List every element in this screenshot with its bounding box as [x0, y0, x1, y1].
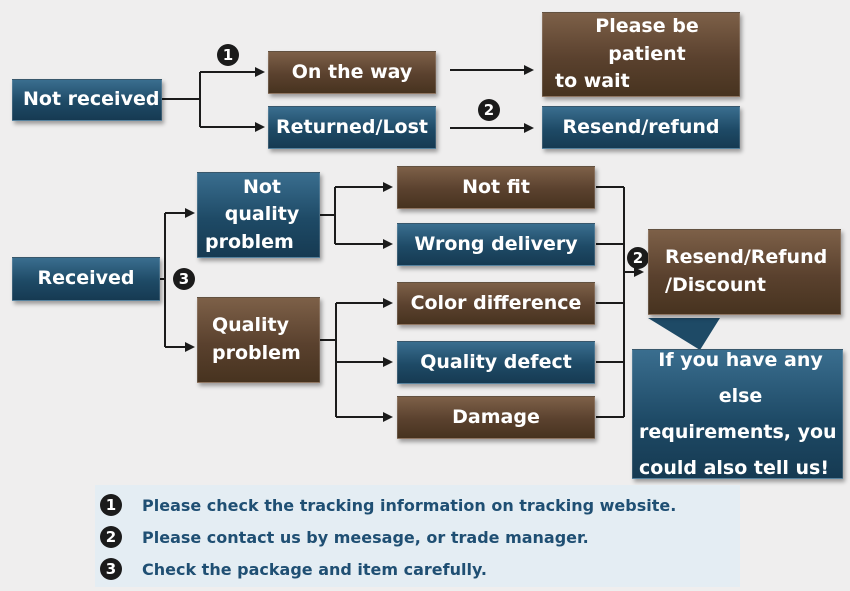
else-requirements-line-3: could also tell us!	[639, 457, 829, 480]
note-text-2: Please contact us by meesage, or trade m…	[142, 527, 589, 547]
note-text-3: Check the package and item carefully.	[142, 559, 488, 579]
note-row-1: 1 Please check the tracking information …	[100, 491, 676, 519]
else-requirements-line-2: requirements, you	[639, 421, 837, 443]
not-quality-problem-line-1: Not quality	[224, 175, 300, 226]
please-be-patient-line-2: to wait	[555, 70, 630, 93]
damage-box: Damage	[397, 396, 595, 439]
step-marker-2: 2	[478, 99, 500, 121]
note-row-2: 2 Please contact us by meesage, or trade…	[100, 523, 589, 551]
not-quality-problem-box: Not quality problem	[197, 172, 320, 258]
not-received-box: Not received	[12, 79, 162, 121]
step-marker-1: 1	[217, 44, 239, 66]
on-the-way-box: On the way	[268, 51, 436, 94]
returned-lost-box: Returned/Lost	[268, 106, 436, 149]
note-text-1: Please check the tracking information on…	[142, 495, 677, 515]
quality-problem-box: Quality problem	[197, 297, 320, 383]
please-be-patient-box: Please be patient to wait	[542, 12, 740, 97]
not-quality-problem-line-2: problem	[205, 230, 294, 253]
quality-defect-box: Quality defect	[397, 341, 595, 384]
notes-panel	[95, 485, 740, 587]
speech-bubble-tail	[648, 318, 720, 350]
received-box: Received	[12, 257, 160, 301]
resend-refund-discount-line-1: Resend/Refund	[665, 246, 828, 269]
note-marker-3: 3	[100, 558, 122, 580]
resend-refund-discount-line-2: /Discount	[665, 274, 766, 296]
wrong-delivery-box: Wrong delivery	[397, 223, 595, 266]
resend-refund-box: Resend/refund	[542, 106, 740, 149]
resend-refund-discount-box: Resend/Refund /Discount	[648, 229, 841, 315]
quality-problem-line-1: Quality	[212, 314, 289, 337]
step-marker-3: 3	[173, 268, 195, 290]
note-row-3: 3 Check the package and item carefully.	[100, 555, 487, 583]
else-requirements-line-1: If you have any else	[658, 348, 823, 407]
step-marker-2-right: 2	[627, 247, 649, 269]
note-marker-2: 2	[100, 526, 122, 548]
quality-problem-line-2: problem	[212, 342, 301, 364]
not-fit-box: Not fit	[397, 166, 595, 209]
color-difference-box: Color difference	[397, 282, 595, 325]
please-be-patient-line-1: Please be patient	[595, 15, 699, 65]
note-marker-1: 1	[100, 494, 122, 516]
else-requirements-bubble: If you have any else requirements, you c…	[632, 349, 843, 479]
